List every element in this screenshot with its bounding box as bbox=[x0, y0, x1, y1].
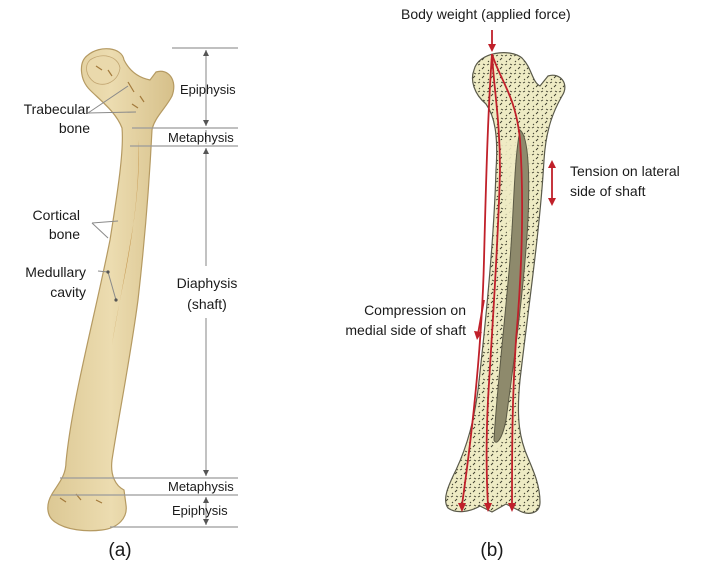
label-cortical-2: bone bbox=[10, 226, 80, 243]
medullary-leader-dot bbox=[106, 270, 109, 273]
label-diaphysis-2: (shaft) bbox=[162, 296, 252, 313]
arrowhead-epi-top bbox=[203, 50, 209, 56]
arrowhead-dia-bottom bbox=[203, 470, 209, 476]
tension-arrowhead-down bbox=[548, 198, 556, 206]
applied-force-arrowhead bbox=[488, 44, 496, 52]
label-medullary-2: cavity bbox=[6, 284, 86, 301]
tension-arrowhead-up bbox=[548, 160, 556, 168]
label-compression-1: Compression on bbox=[300, 302, 466, 319]
label-body-weight: Body weight (applied force) bbox=[401, 6, 571, 23]
cortical-leader-2 bbox=[92, 223, 108, 238]
label-metaphysis-top: Metaphysis bbox=[168, 130, 234, 146]
femur-b-outline bbox=[446, 53, 565, 514]
label-epiphysis-top: Epiphysis bbox=[180, 82, 236, 98]
label-trabecular-2: bone bbox=[10, 120, 90, 137]
label-tension-1: Tension on lateral bbox=[570, 163, 680, 180]
label-tension-2: side of shaft bbox=[570, 183, 646, 200]
femur-diagram bbox=[446, 53, 565, 514]
label-diaphysis-1: Diaphysis bbox=[162, 275, 252, 292]
label-epiphysis-bottom: Epiphysis bbox=[172, 503, 228, 519]
arrowhead-epi-bottom bbox=[203, 120, 209, 126]
label-compression-2: medial side of shaft bbox=[300, 322, 466, 339]
caption-a: (a) bbox=[90, 540, 150, 562]
label-metaphysis-bottom: Metaphysis bbox=[168, 479, 234, 495]
arrowhead-dia-top bbox=[203, 148, 209, 154]
label-medullary-1: Medullary bbox=[6, 264, 86, 281]
caption-b: (b) bbox=[462, 540, 522, 562]
label-trabecular-1: Trabecular bbox=[10, 101, 90, 118]
label-cortical-1: Cortical bbox=[10, 207, 80, 224]
medullary-leader-dot-2 bbox=[114, 298, 117, 301]
arrowhead-epib-bottom bbox=[203, 519, 209, 525]
